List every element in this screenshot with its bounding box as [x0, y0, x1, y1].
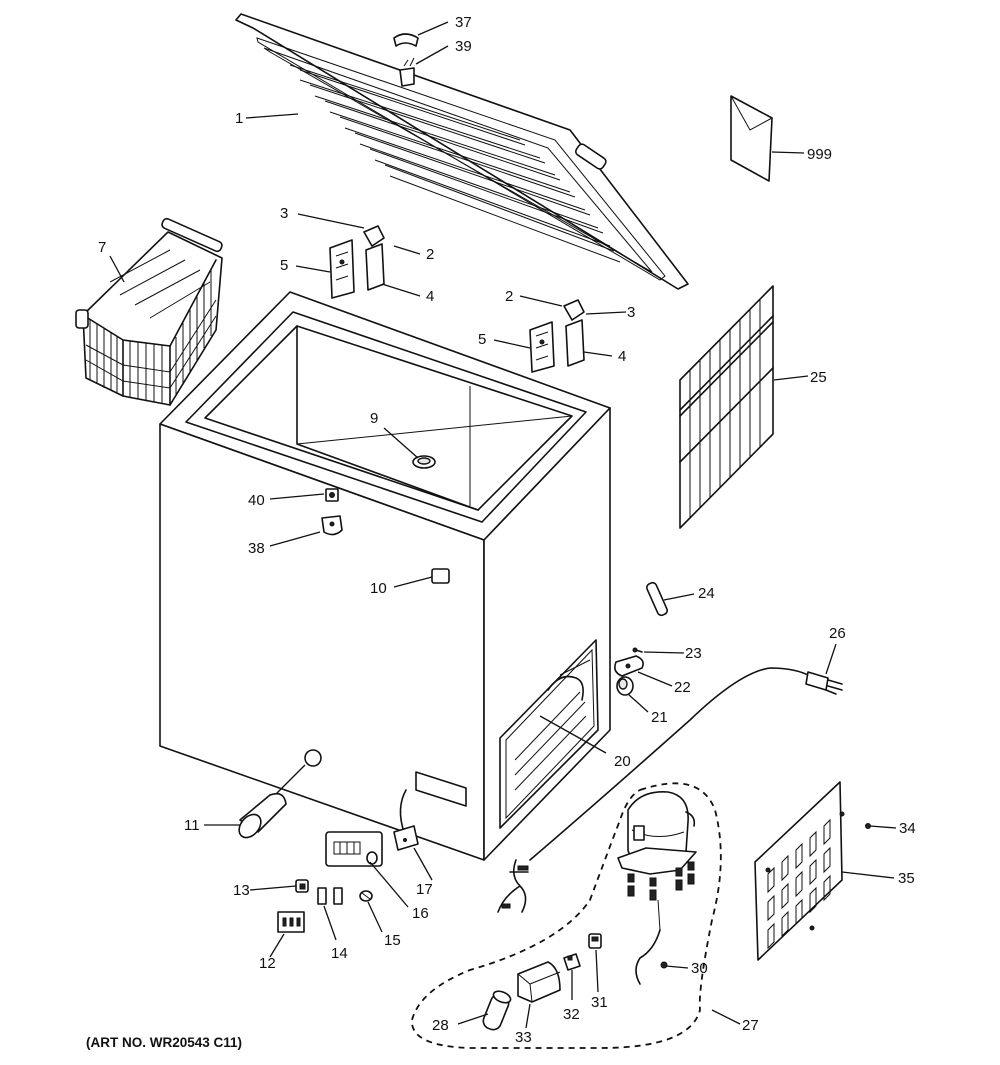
- knob-part: [359, 890, 373, 902]
- callout-4-right: 4: [618, 348, 626, 365]
- access-cover-part: [754, 781, 845, 961]
- lock-bracket-part: [321, 515, 343, 536]
- drain-cap-part: [238, 749, 322, 839]
- clamp-screw-part: [632, 647, 643, 653]
- art-number: (ART NO. WR20543 C11): [86, 1035, 242, 1050]
- callout-4-left: 4: [426, 288, 434, 305]
- basket-part: [75, 217, 223, 406]
- callout-30: 30: [691, 960, 708, 977]
- cabinet-part: [159, 291, 611, 861]
- callout-3-right: 3: [627, 304, 635, 321]
- drain-plug-part: [412, 455, 436, 469]
- lid-part: [235, 13, 689, 290]
- callout-33: 33: [515, 1029, 532, 1046]
- nameplate-part: [431, 568, 450, 584]
- power-cord-part: [529, 667, 843, 861]
- callout-5-right: 5: [478, 331, 486, 348]
- leader-lines: [109, 21, 897, 1029]
- overload-part: [588, 933, 602, 949]
- callout-15: 15: [384, 932, 401, 949]
- callout-999: 999: [807, 146, 832, 163]
- callout-31: 31: [591, 994, 608, 1011]
- hinge-right-assembly: [529, 299, 585, 373]
- callout-23: 23: [685, 645, 702, 662]
- callout-25: 25: [810, 369, 827, 386]
- literature-part: [730, 95, 773, 182]
- lock-part: [325, 488, 339, 502]
- hinge-left-assembly: [329, 225, 385, 299]
- compressor-kit-part: [411, 782, 722, 1049]
- callout-22: 22: [674, 679, 691, 696]
- control-panel-part: [325, 831, 383, 867]
- ground-wire-part: [635, 929, 668, 985]
- grommet-part: [616, 676, 634, 696]
- relay-part: [563, 953, 581, 971]
- callout-21: 21: [651, 709, 668, 726]
- callout-20: 20: [614, 753, 631, 770]
- callout-32: 32: [563, 1006, 580, 1023]
- callout-39: 39: [455, 38, 472, 55]
- callout-3-left: 3: [280, 205, 288, 222]
- callout-13: 13: [233, 882, 250, 899]
- callout-10: 10: [370, 580, 387, 597]
- capillary-part: [645, 581, 669, 617]
- callout-37: 37: [455, 14, 472, 31]
- callout-24: 24: [698, 585, 715, 602]
- callout-1: 1: [235, 110, 243, 127]
- callout-26: 26: [829, 625, 846, 642]
- callout-16: 16: [412, 905, 429, 922]
- switch-part: [295, 879, 309, 893]
- light-panel-part: [277, 911, 305, 933]
- callout-5-left: 5: [280, 257, 288, 274]
- light-lens-part: [317, 887, 343, 905]
- callout-38: 38: [248, 540, 265, 557]
- callout-11: 11: [184, 817, 200, 834]
- terminal-cover-part: [517, 961, 561, 1003]
- cover-screw-part: [865, 823, 871, 829]
- callout-7: 7: [98, 239, 106, 256]
- condenser-part: [679, 285, 774, 529]
- thermostat-part: [393, 789, 419, 851]
- callout-35: 35: [898, 870, 915, 887]
- callout-2-left: 2: [426, 246, 434, 263]
- callout-12: 12: [259, 955, 276, 972]
- callout-9: 9: [370, 410, 378, 427]
- cord-clamp-part: [614, 655, 644, 677]
- callout-labels: 1 2 2 3 3 4 4 5 5 7 9 10 11 12 13 14 15 …: [98, 14, 916, 1046]
- start-capacitor-part: [482, 990, 512, 1031]
- callout-27: 27: [742, 1017, 759, 1034]
- callout-2-right: 2: [505, 288, 513, 305]
- lid-latch-part: [399, 57, 415, 87]
- callout-28: 28: [432, 1017, 449, 1034]
- callout-17: 17: [416, 881, 433, 898]
- callout-34: 34: [899, 820, 916, 837]
- wire-harness-part: [497, 859, 529, 913]
- callout-40: 40: [248, 492, 265, 509]
- callout-14: 14: [331, 945, 348, 962]
- lid-handle-part: [393, 33, 419, 47]
